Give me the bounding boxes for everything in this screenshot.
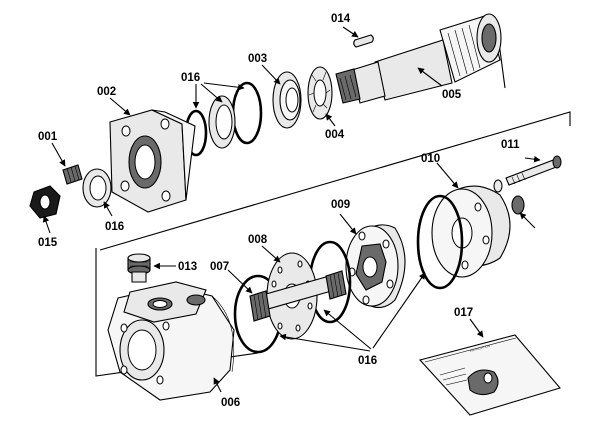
callout-013: 013 [178,261,197,273]
part-016-seal-left [82,168,112,208]
callout-009: 009 [331,199,350,211]
leader-lines [42,26,541,393]
part-002-mounting-flange [109,109,196,213]
callout-008: 008 [248,234,268,246]
part-011-bolt [493,155,562,215]
part-016-seals-top [184,81,263,157]
part-014-key [353,34,374,48]
part-015-nut [29,185,61,219]
callout-002: 002 [97,86,116,98]
callout-006: 006 [221,397,240,409]
part-013-plug [127,253,151,283]
svg-text:INSTALLATION: INSTALLATION [469,344,490,353]
callout-labels: 014 005 003 004 016 002 001 016 015 013 … [38,13,520,409]
callout-015: 015 [38,237,58,249]
callout-005: 005 [442,89,462,101]
part-010-end-cover [416,185,511,290]
callout-011: 011 [501,139,520,151]
part-005-shaft-housing [335,13,502,104]
callout-007: 007 [210,261,229,273]
callout-017: 017 [454,307,473,319]
part-009-gerotor [345,224,406,309]
callout-004: 004 [325,129,345,141]
callout-016-top: 016 [181,72,200,84]
callout-010: 010 [421,153,440,165]
callout-016-bottom: 016 [358,355,377,367]
part-017-instruction-sheet: INSTALLATION [418,334,561,416]
callout-014: 014 [331,13,351,25]
part-003-bearing-race [272,71,302,129]
part-001-fitting [62,164,83,185]
callout-001: 001 [38,131,58,143]
part-004-thrust-bearing [307,66,333,120]
callout-016-left: 016 [105,221,124,233]
callout-003: 003 [248,53,267,65]
part-007-drive-shaft [249,270,347,322]
part-006-main-housing [107,281,235,401]
